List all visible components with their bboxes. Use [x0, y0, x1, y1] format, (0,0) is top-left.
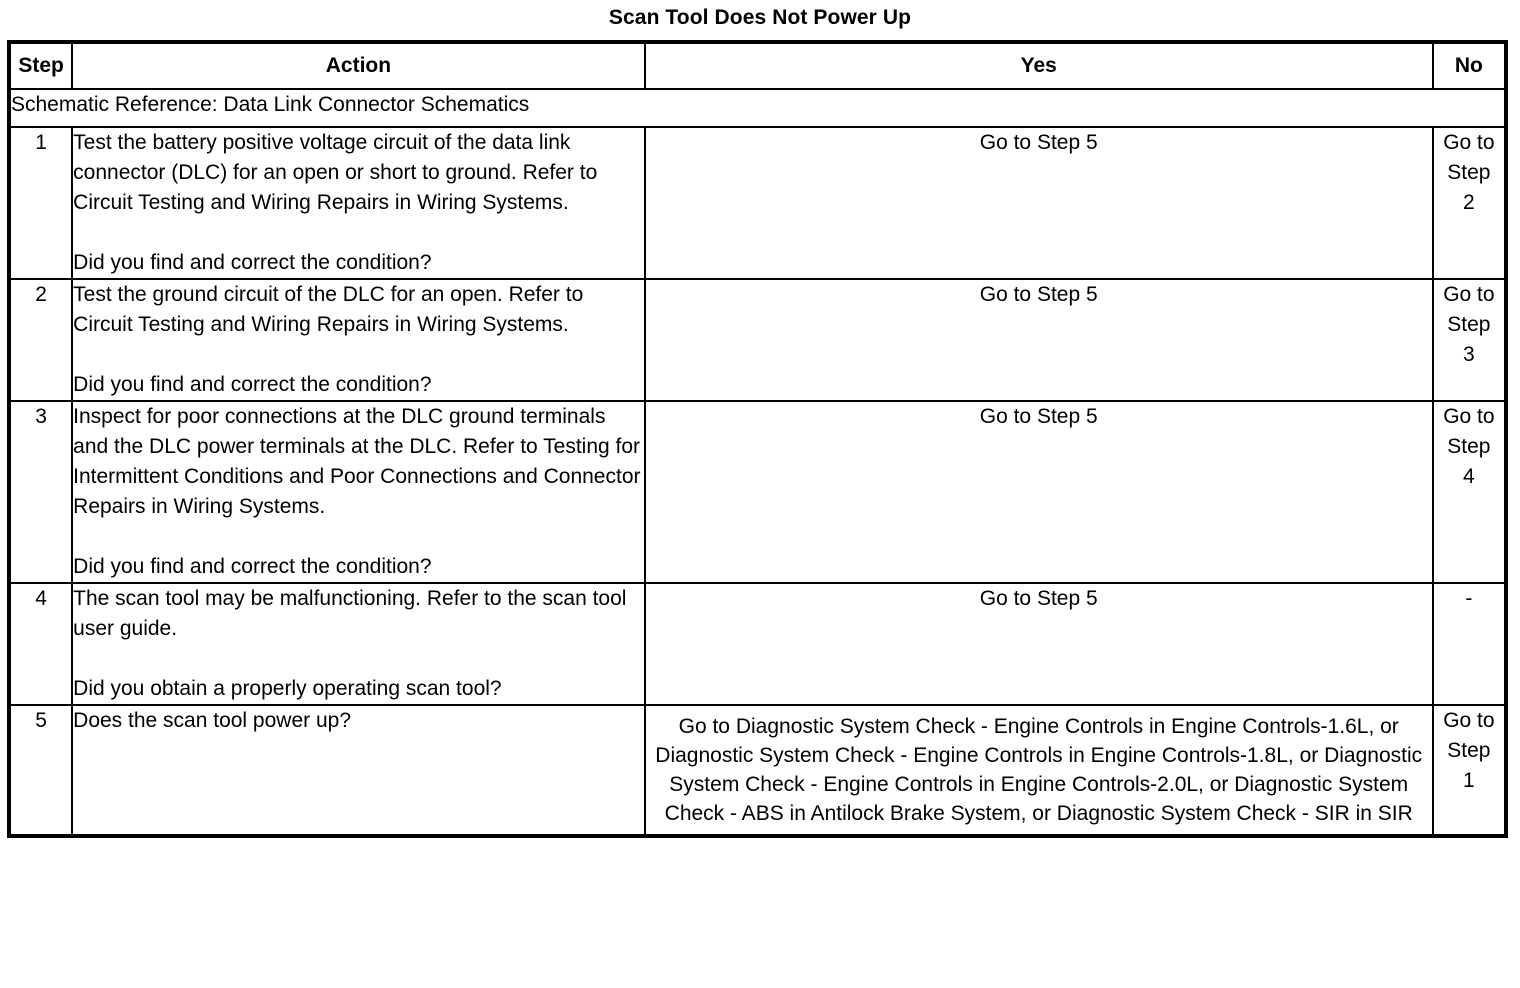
- row-yes-text: Go to Step 5: [979, 283, 1098, 306]
- row-action-question: Did you obtain a properly operating scan…: [73, 677, 502, 700]
- row-yes-text: Go to Step 5: [979, 131, 1098, 154]
- row-no-cell: Go to Step 2: [1431, 126, 1508, 280]
- table-row: 3 Inspect for poor connections at the DL…: [7, 400, 1508, 584]
- row-no-line-1: Go to: [1443, 709, 1495, 732]
- row-yes-cell: Go to Diagnostic System Check - Engine C…: [643, 704, 1434, 837]
- table-row: 1 Test the battery positive voltage circ…: [7, 126, 1508, 280]
- row-no-line-1: Go to: [1443, 283, 1495, 306]
- row-action-cell: Does the scan tool power up?: [71, 704, 646, 837]
- row-no-cell: Go to Step 1: [1431, 704, 1508, 837]
- table-row: 4 The scan tool may be malfunctioning. R…: [7, 582, 1508, 706]
- row-step-number: 4: [7, 582, 74, 706]
- page-title: Scan Tool Does Not Power Up: [608, 6, 912, 29]
- row-action-cell: Inspect for poor connections at the DLC …: [71, 400, 646, 584]
- row-yes-text: Go to Diagnostic System Check - Engine C…: [655, 715, 1423, 825]
- row-no-line-3: 1: [1463, 769, 1475, 792]
- row-step-number: 3: [7, 400, 74, 584]
- row-no-line-1: Go to: [1443, 131, 1495, 154]
- table-header-row: Step Action Yes No: [7, 41, 1508, 90]
- row-action-question: Did you find and correct the condition?: [73, 373, 432, 396]
- row-action-text: The scan tool may be malfunctioning. Ref…: [73, 587, 627, 640]
- row-action-text: Does the scan tool power up?: [73, 709, 351, 732]
- row-no-line-2: Step: [1447, 435, 1491, 458]
- row-yes-cell: Go to Step 5: [643, 582, 1434, 706]
- row-no-line-2: Step: [1447, 739, 1491, 762]
- column-header-yes: Yes: [643, 41, 1434, 90]
- row-no-line-3: -: [1465, 587, 1473, 610]
- row-no-cell: Go to Step 4: [1431, 400, 1508, 584]
- row-action-text: Inspect for poor connections at the DLC …: [73, 405, 641, 518]
- row-action-cell: Test the battery positive voltage circui…: [71, 126, 646, 280]
- spacer: [73, 340, 644, 370]
- row-yes-cell: Go to Step 5: [643, 278, 1434, 402]
- row-no-line-2: Step: [1447, 161, 1491, 184]
- row-action-text: Test the battery positive voltage circui…: [73, 131, 598, 214]
- row-action-cell: The scan tool may be malfunctioning. Ref…: [71, 582, 646, 706]
- row-yes-text: Go to Step 5: [979, 587, 1098, 610]
- row-yes-cell: Go to Step 5: [643, 400, 1434, 584]
- table-row: 5 Does the scan tool power up? Go to Dia…: [7, 704, 1508, 837]
- row-step-number: 5: [7, 704, 74, 837]
- spacer: [73, 644, 644, 674]
- row-step-number: 1: [7, 126, 74, 280]
- table-row: 2 Test the ground circuit of the DLC for…: [7, 278, 1508, 402]
- column-header-no: No: [1431, 41, 1508, 90]
- diagnostic-steps-table: Step Action Yes No Schematic Reference: …: [7, 40, 1508, 838]
- row-step-number: 2: [7, 278, 74, 402]
- row-action-question: Did you find and correct the condition?: [73, 555, 432, 578]
- row-action-cell: Test the ground circuit of the DLC for a…: [71, 278, 646, 402]
- schematic-reference-row: Schematic Reference: Data Link Connector…: [8, 88, 1507, 128]
- row-no-line-3: 2: [1463, 191, 1475, 214]
- row-no-line-1: Go to: [1443, 405, 1495, 428]
- column-header-step: Step: [7, 41, 74, 90]
- row-no-line-2: Step: [1447, 313, 1491, 336]
- row-no-cell: Go to Step 3: [1431, 278, 1508, 402]
- row-no-cell: -: [1431, 582, 1508, 706]
- spacer: [73, 522, 644, 552]
- row-yes-cell: Go to Step 5: [643, 126, 1434, 280]
- spacer: [73, 218, 644, 248]
- column-header-action: Action: [71, 41, 646, 90]
- row-action-text: Test the ground circuit of the DLC for a…: [73, 283, 584, 336]
- row-no-line-3: 3: [1463, 343, 1475, 366]
- row-yes-text: Go to Step 5: [979, 405, 1098, 428]
- row-action-question: Did you find and correct the condition?: [73, 251, 432, 274]
- schematic-reference-label: Schematic Reference: Data Link Connector…: [8, 88, 1507, 128]
- row-no-line-3: 4: [1463, 465, 1475, 488]
